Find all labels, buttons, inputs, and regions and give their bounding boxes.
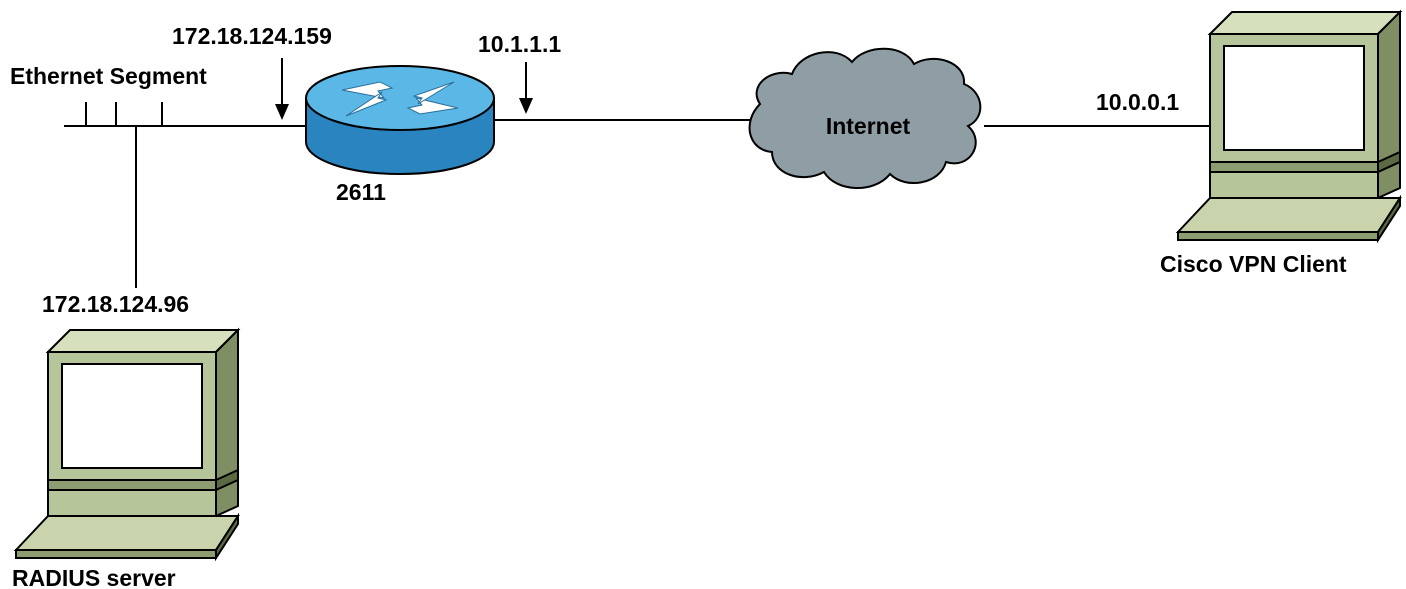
label-ethernet-segment: Ethernet Segment bbox=[10, 63, 207, 89]
label-router-eth-ip: 172.18.124.159 bbox=[172, 23, 332, 49]
label-radius-name: RADIUS server bbox=[12, 565, 176, 589]
arrow-wan-interface bbox=[519, 62, 533, 114]
router-icon bbox=[305, 65, 495, 175]
label-internet: Internet bbox=[826, 113, 911, 139]
links bbox=[64, 102, 1222, 288]
arrow-eth-interface bbox=[275, 58, 289, 120]
radius-server-computer-icon bbox=[15, 329, 239, 559]
label-client-ip: 10.0.0.1 bbox=[1096, 89, 1179, 115]
label-router-name: 2611 bbox=[336, 179, 386, 205]
label-router-wan-ip: 10.1.1.1 bbox=[478, 31, 561, 57]
label-radius-ip: 172.18.124.96 bbox=[42, 291, 189, 317]
label-client-name: Cisco VPN Client bbox=[1160, 251, 1347, 277]
cloud-icon bbox=[748, 47, 982, 189]
computer-icon bbox=[1177, 11, 1401, 241]
